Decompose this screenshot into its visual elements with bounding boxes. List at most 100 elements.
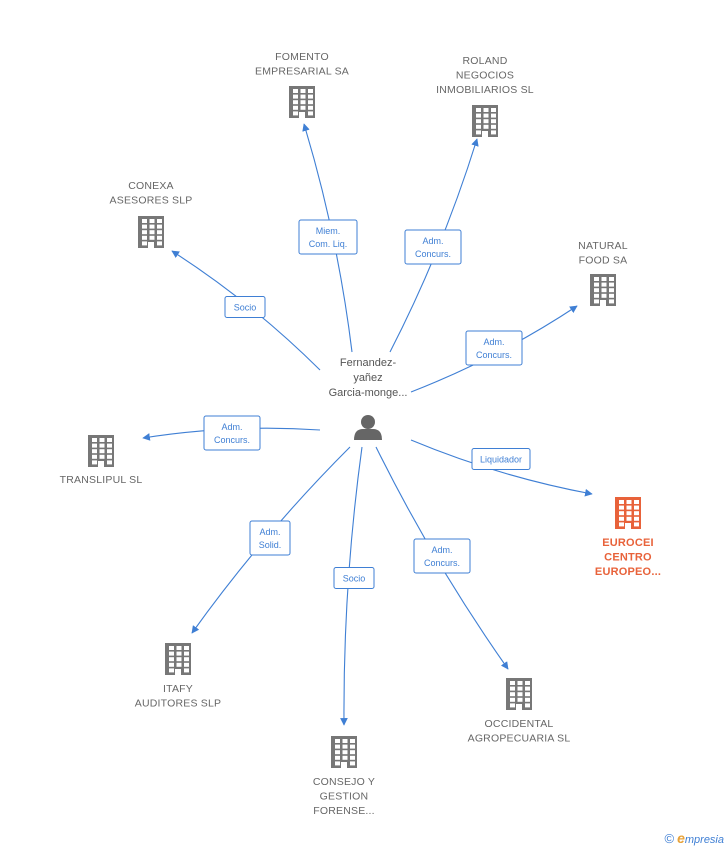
edge-label-box [249,520,291,556]
building-window [99,438,105,442]
building-window [525,692,530,697]
building-window [149,224,155,229]
node-consejo[interactable]: CONSEJO YGESTIONFORENSE... [313,736,375,817]
edge-label-text: Adm. [422,236,443,246]
building-window [350,750,355,755]
edge-label-occidental[interactable]: Adm.Concurs. [413,538,471,574]
node-label: ASESORES SLP [110,195,193,207]
edge-label-text: Concurs. [424,558,460,568]
building-window [184,646,189,650]
building-door [341,762,347,768]
edge-label-text: Socio [343,574,366,584]
edge-label-natural[interactable]: Adm. Concurs. [465,330,523,366]
edge-label-text: Concurs. [415,249,451,259]
edge-label-box [465,330,523,366]
building-door [600,300,606,306]
building-window [510,697,515,702]
edge-label-text: Socio [234,303,257,313]
building-window [634,500,639,504]
building-window [483,113,489,118]
edge-label-conexa[interactable]: Socio [224,296,266,318]
building-window [176,646,182,650]
building-window [142,235,147,240]
node-label: EUROCEI [602,537,654,549]
building-window [619,522,624,527]
edge-label-text: Solid. [259,540,282,550]
edge-label-roland[interactable]: Adm. Concurs. [404,229,462,265]
node-eurocei[interactable]: EUROCEICENTROEUROPEO... [595,497,661,578]
person-body [354,429,382,440]
edge-label-text: Adm. [259,527,280,537]
building-window [626,516,632,521]
building-window [525,697,530,702]
building-window [157,235,162,240]
building-window [107,443,112,448]
edge-label-text: Concurs. [476,350,512,360]
building-window [142,241,147,246]
edge-label-text: Adm. [221,422,242,432]
building-window [517,697,523,702]
building-window [142,224,147,229]
building-window [335,739,340,743]
building-window [169,657,174,662]
building-window [107,460,112,465]
edge-label-itafy[interactable]: Adm. Solid. [249,520,291,556]
building-window [510,681,515,685]
building-window [634,511,639,516]
building-window [149,235,155,240]
brand-name: mpresia [684,834,724,846]
building-door [625,523,631,529]
building-window [142,230,147,235]
building-window [169,646,174,650]
edge-label-text: Adm. [483,337,504,347]
building-window [510,686,515,691]
building-window [601,277,607,281]
center-person-node[interactable]: Fernandez-yañezGarcia-monge... [329,357,408,440]
building-window [293,94,298,99]
building-icon [590,274,616,306]
building-window [342,755,348,760]
building-window [476,130,481,135]
node-translipul[interactable]: TRANSLIPUL SL [60,435,143,486]
building-window [107,438,112,442]
building-window [476,108,481,112]
building-window [609,299,614,304]
building-window [142,219,147,223]
edge-label-text: Concurs. [214,435,250,445]
edge-label-box [471,448,531,470]
edge-label-consejo[interactable]: Socio [333,567,375,589]
edge-label-translipul[interactable]: Adm. Concurs. [203,415,261,451]
building-window [594,299,599,304]
building-window [491,124,496,129]
building-window [619,511,624,516]
building-window [293,111,298,116]
edge-label-eurocei[interactable]: Liquidador [471,448,531,470]
building-window [594,282,599,287]
building-window [300,100,306,105]
building-window [92,460,97,465]
building-window [619,500,624,504]
building-window [601,288,607,293]
building-window [634,516,639,521]
building-icon [331,736,357,768]
edge-label-box [203,415,261,451]
building-window [601,282,607,287]
brand-e-letter: e [677,830,685,846]
building-window [184,651,189,656]
building-window [308,111,313,116]
edge-label-text: Miem. [316,226,341,236]
center-person-label: Fernandez- [340,357,397,369]
edge-label-box [333,567,375,589]
edge-label-fomento[interactable]: Miem.Com. Liq. [298,219,358,255]
node-label: FOMENTO [275,51,329,63]
building-window [169,651,174,656]
building-window [517,686,523,691]
building-window [609,282,614,287]
building-icon [289,86,315,118]
